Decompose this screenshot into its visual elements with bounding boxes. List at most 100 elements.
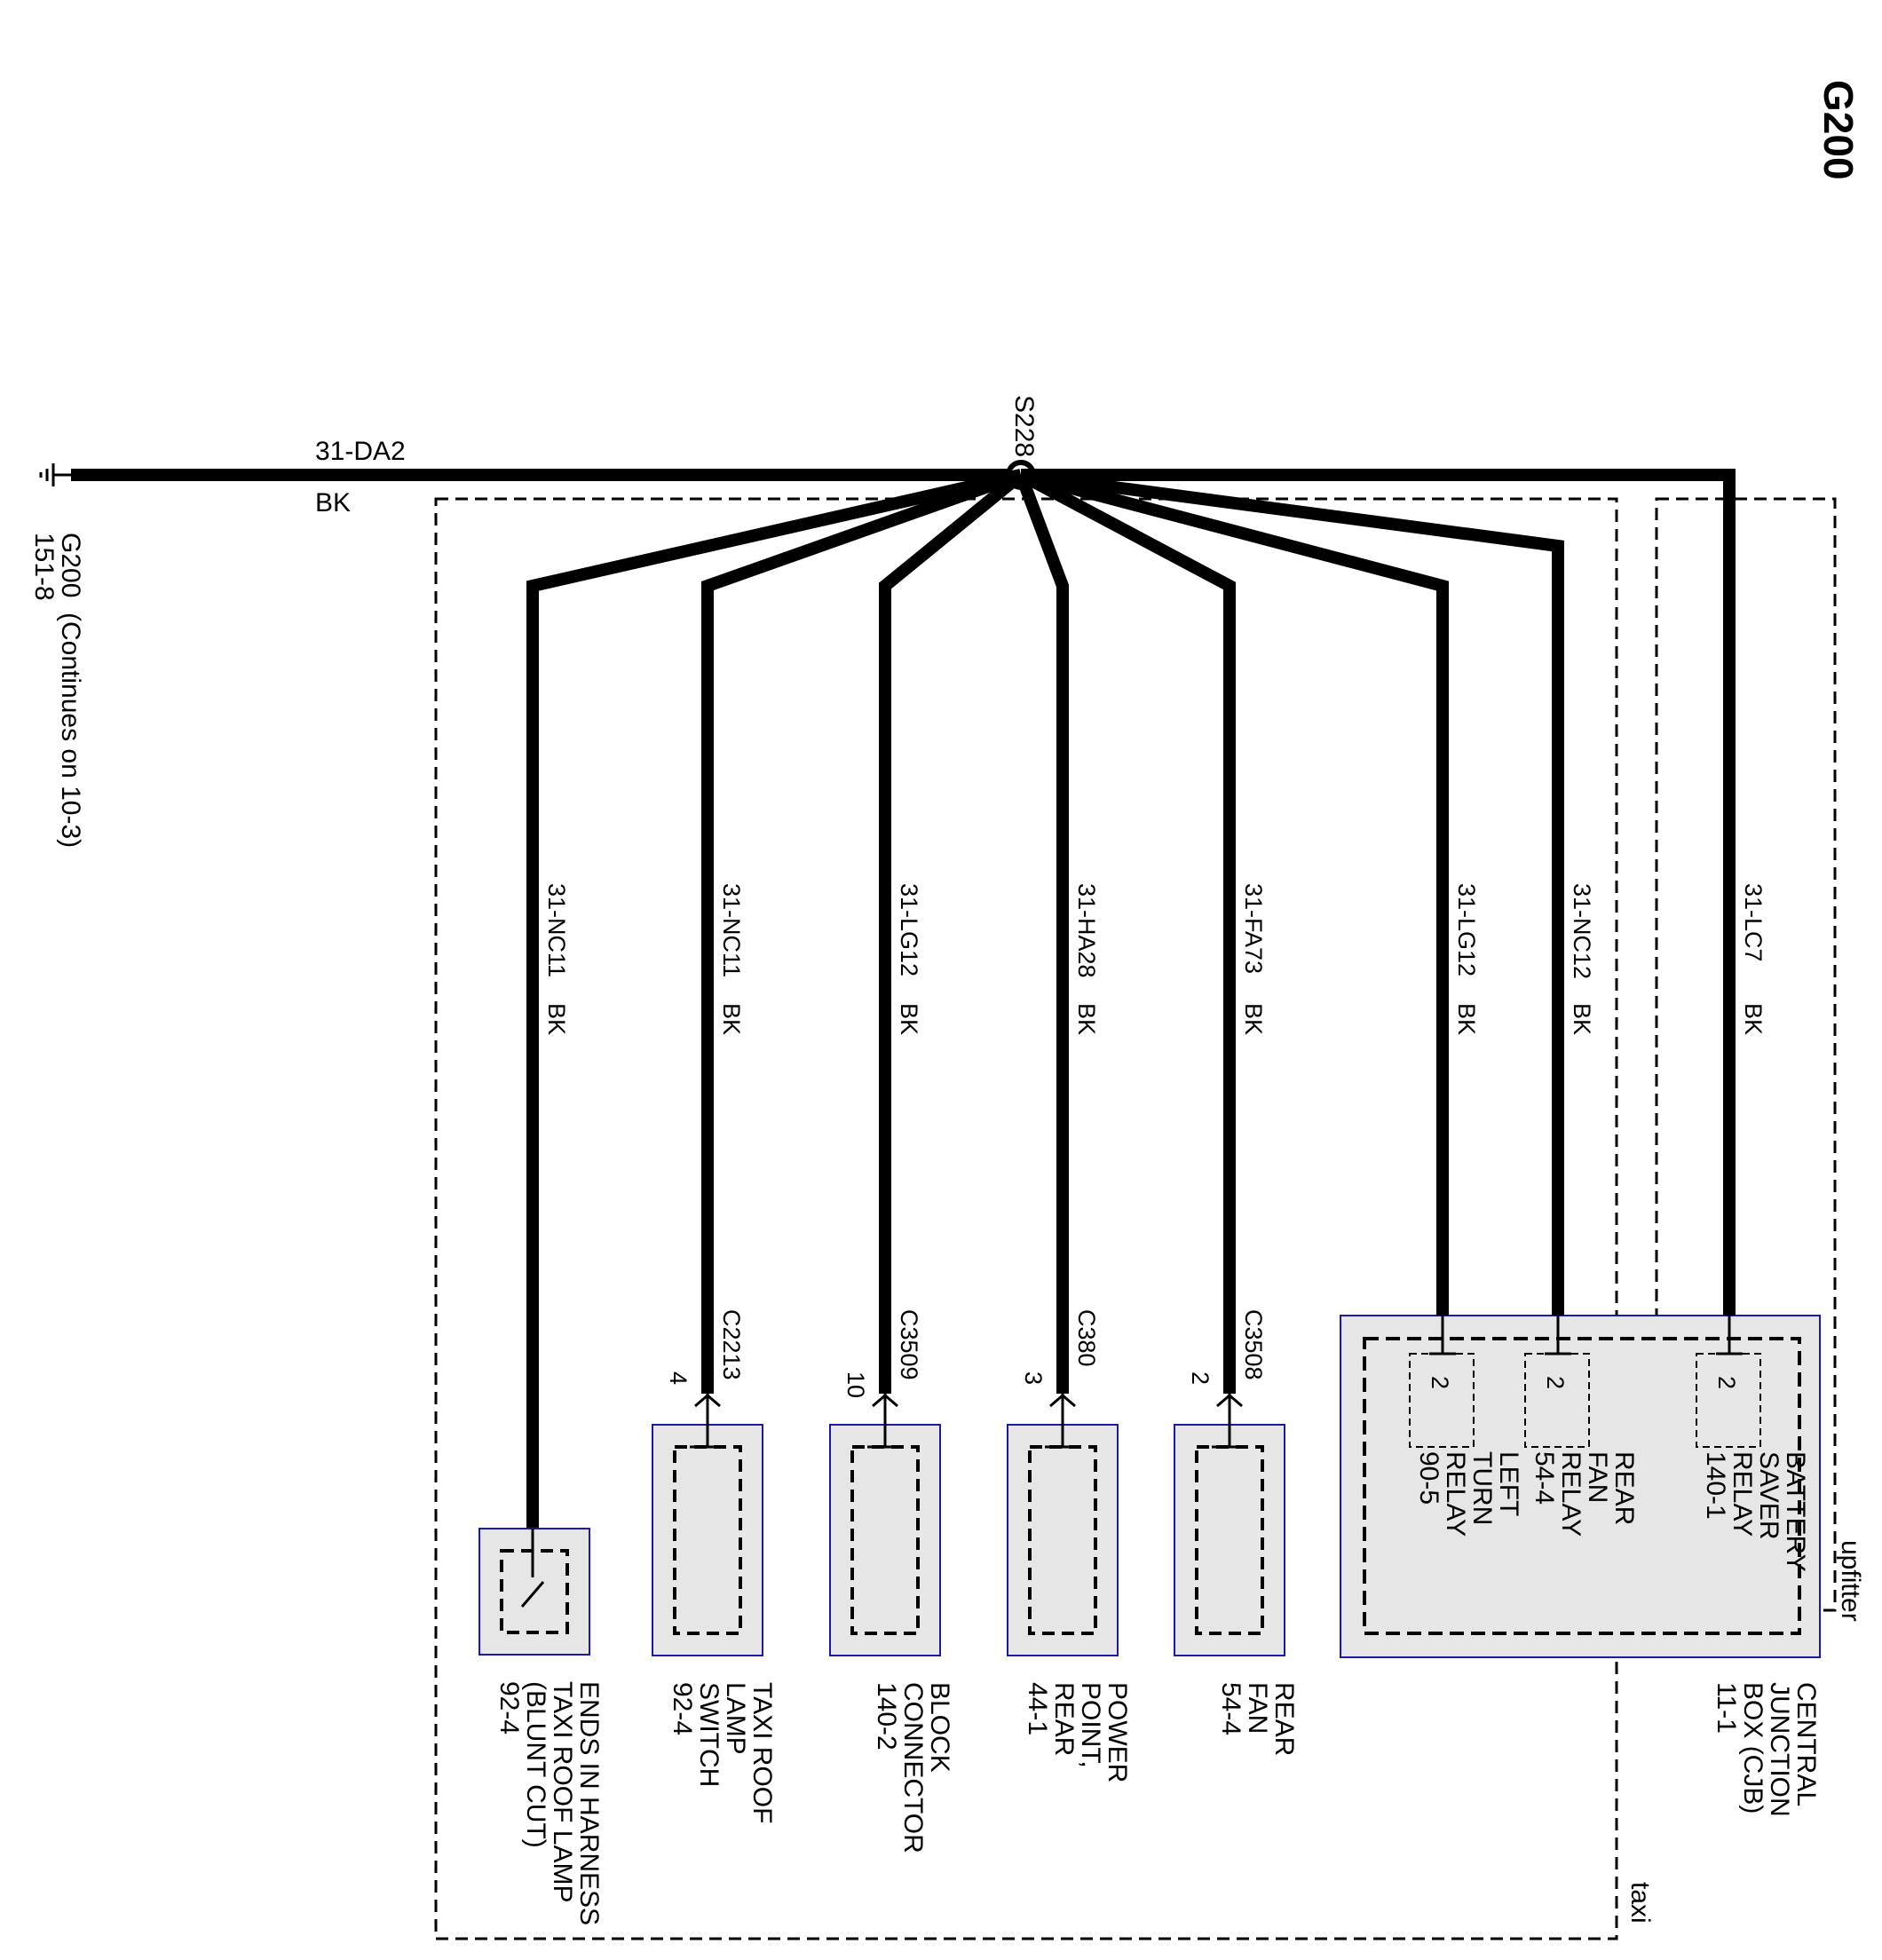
component-inner-2 <box>673 1445 742 1635</box>
svg-text:BOX (CJB): BOX (CJB) <box>1738 1682 1767 1814</box>
component-label: POINT, <box>1076 1682 1105 1768</box>
wire-8 <box>1021 469 1736 1316</box>
relay-label: TURN <box>1467 1451 1497 1525</box>
wire-id-8: 31-LC7 <box>1740 883 1767 962</box>
wire-color-4: BK <box>1073 1003 1100 1035</box>
upfitter-region-label: upfitter <box>1836 1540 1865 1622</box>
component-label: LAMP <box>721 1682 750 1755</box>
component-label: 44-1 <box>1023 1682 1052 1735</box>
wire-id-5: 31-FA73 <box>1240 883 1267 974</box>
wire-id-3: 31-LG12 <box>896 883 922 976</box>
svg-text:CENTRAL: CENTRAL <box>1791 1682 1821 1806</box>
wire-5 <box>1017 469 1236 1394</box>
wire-id-label: 31-NC12 <box>1569 883 1595 979</box>
wire-id-2: 31-NC11 <box>718 883 745 977</box>
cjb-box <box>1340 1315 1821 1658</box>
component-label: FAN <box>1243 1682 1272 1734</box>
main-wire-id: 31-DA2 <box>315 437 406 466</box>
relay-label: 140-1 <box>1701 1451 1730 1520</box>
cjb-inner-border <box>1363 1337 1801 1635</box>
connector-label: C2213 <box>718 1309 745 1380</box>
relay-label: LEFT <box>1494 1451 1523 1516</box>
component-box-5 <box>1174 1424 1285 1656</box>
wire-2 <box>701 469 1024 1394</box>
wire-3 <box>879 470 1025 1394</box>
ground-name: G200 <box>56 533 85 597</box>
relay-label: RELAY <box>1556 1451 1585 1537</box>
component-label: REAR <box>1049 1682 1079 1756</box>
relay-pin-label: 2 <box>1542 1376 1569 1389</box>
relay-label: REAR <box>1609 1451 1639 1525</box>
component-label: REAR <box>1269 1682 1299 1756</box>
wire-1 <box>526 469 1023 1529</box>
wire-7 <box>1020 469 1564 1316</box>
wire-id-label: 31-FA73 <box>1240 883 1267 974</box>
relay-box-6 <box>1409 1353 1475 1448</box>
component-label: 92-4 <box>494 1681 524 1735</box>
pin-label: 4 <box>665 1371 692 1385</box>
wire-id-6: 31-LG12 <box>1453 883 1480 976</box>
wire-color-8: BK <box>1740 1003 1767 1035</box>
ground-ref: 151-8 <box>29 533 59 601</box>
component-inner-5 <box>1195 1445 1264 1635</box>
component-label: TAXI ROOF <box>747 1682 777 1823</box>
component-label: SWITCH <box>694 1682 724 1787</box>
relay-label: BATTERY <box>1781 1451 1810 1572</box>
connector-label: C380 <box>1073 1309 1100 1367</box>
wire-color-2: BK <box>718 1003 745 1035</box>
cjb-label: CENTRAL JUNCTION BOX (CJB) 11-1 <box>1712 1682 1821 1817</box>
relay-box-8 <box>1696 1353 1761 1448</box>
wire-id-7: 31-NC12 <box>1569 883 1595 979</box>
switch-icon <box>520 1581 545 1608</box>
relay-label: RELAY <box>1441 1451 1470 1537</box>
main-wire-color: BK <box>315 488 351 518</box>
relay-pin-label: 2 <box>1427 1376 1453 1389</box>
component-box-2 <box>652 1424 763 1656</box>
wire-color-5: BK <box>1240 1003 1267 1035</box>
component-label: (BLUNT CUT) <box>521 1681 550 1848</box>
wire-id-label: 31-NC11 <box>718 883 745 977</box>
component-label: BLOCK <box>925 1682 954 1773</box>
component-label: CONNECTOR <box>898 1682 928 1853</box>
wire-color-3: BK <box>896 1003 922 1035</box>
wire-6 <box>1019 469 1449 1316</box>
taxi-region-label: taxi <box>1625 1882 1655 1924</box>
component-label: POWER <box>1103 1682 1132 1782</box>
relay-pin-label: 2 <box>1713 1376 1740 1389</box>
component-box-3 <box>829 1424 941 1656</box>
wire-id-label: 31-LG12 <box>1453 883 1480 976</box>
page-title: G200 <box>1815 80 1862 180</box>
relay-label: FAN <box>1583 1451 1612 1503</box>
component-label: 54-4 <box>1216 1682 1245 1735</box>
wire-id-4: 31-HA28 <box>1073 883 1100 978</box>
pin-label: 2 <box>1187 1371 1214 1385</box>
pin-label: 3 <box>1020 1371 1047 1385</box>
component-inner-4 <box>1028 1445 1097 1635</box>
wire-id-label: 31-LC7 <box>1740 883 1767 962</box>
wire-color-6: BK <box>1453 1003 1480 1035</box>
svg-text:11-1: 11-1 <box>1712 1682 1741 1734</box>
ground-symbol <box>39 463 71 486</box>
relay-label: SAVER <box>1754 1451 1783 1539</box>
wire-4 <box>1015 472 1069 1394</box>
wire-color-7: BK <box>1569 1003 1595 1035</box>
relay-label: 90-5 <box>1414 1451 1443 1505</box>
wire-color-1: BK <box>543 1003 570 1035</box>
component-label: ENDS IN HARNESS <box>574 1681 604 1925</box>
component-label: TAXI ROOF LAMP <box>548 1681 577 1902</box>
splice-label: S228 <box>1009 395 1039 457</box>
relay-label: 54-4 <box>1530 1451 1559 1505</box>
pin-label: 10 <box>842 1371 869 1398</box>
wire-id-label: 31-NC11 <box>543 883 570 977</box>
wire-id-1: 31-NC11 <box>543 883 570 977</box>
